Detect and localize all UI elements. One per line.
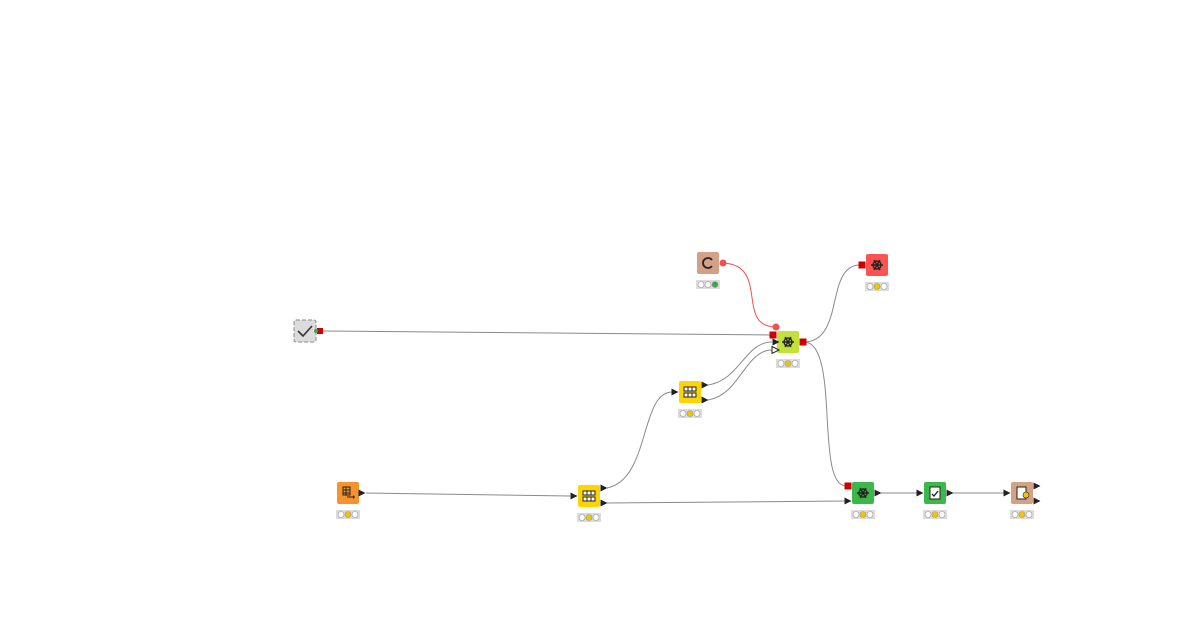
input-port[interactable] [1003, 489, 1011, 497]
input-port[interactable] [916, 489, 924, 497]
node-body[interactable] [679, 381, 701, 403]
status-light [592, 514, 600, 521]
node-body[interactable] [293, 319, 317, 343]
node-report[interactable] [1003, 482, 1041, 519]
status-traffic-light [696, 280, 720, 289]
output-port[interactable] [701, 396, 709, 404]
output-port[interactable] [1033, 497, 1041, 505]
input-port[interactable] [771, 345, 781, 355]
status-light [704, 281, 712, 288]
flow-variable-port[interactable] [719, 259, 727, 267]
status-traffic-light [577, 513, 601, 522]
model-port[interactable] [858, 261, 866, 269]
flow-variable-port[interactable] [317, 328, 323, 334]
connections [321, 262, 1006, 504]
node-component[interactable] [293, 319, 323, 343]
status-traffic-light [776, 359, 800, 368]
document-star-icon [1016, 486, 1030, 500]
status-light [697, 281, 705, 288]
status-light [924, 511, 932, 518]
node-learner[interactable] [769, 323, 807, 369]
status-light [711, 281, 719, 288]
edge-partition2-learner-b[interactable] [707, 349, 773, 401]
loop-icon [702, 257, 713, 269]
status-light [344, 511, 352, 518]
network-icon [857, 487, 869, 499]
network-icon [782, 336, 794, 348]
status-light [337, 511, 345, 518]
status-light [866, 511, 874, 518]
model-port[interactable] [844, 482, 852, 490]
status-light [777, 360, 785, 367]
edge-partition1-predictor[interactable] [606, 500, 847, 504]
status-light [578, 514, 586, 521]
status-light [1018, 511, 1026, 518]
edge-partition2-learner-a[interactable] [707, 341, 773, 386]
status-traffic-light [678, 409, 702, 418]
input-port[interactable] [772, 338, 780, 346]
partition-icon [582, 490, 596, 502]
node-scorer[interactable] [916, 482, 954, 519]
flow-variable-port[interactable] [772, 323, 780, 331]
node-body[interactable] [578, 485, 600, 507]
node-model-writer[interactable] [858, 254, 890, 291]
table-arrow-icon [342, 486, 355, 499]
status-light [693, 410, 701, 417]
document-check-icon [929, 486, 941, 500]
partition-icon [683, 386, 697, 398]
edge-component-learner[interactable] [321, 330, 773, 336]
status-light [791, 360, 799, 367]
status-light [1025, 511, 1033, 518]
status-light [686, 410, 694, 417]
output-port[interactable] [701, 381, 709, 389]
status-light [1011, 511, 1019, 518]
status-light [866, 283, 874, 290]
status-light [585, 514, 593, 521]
network-icon [871, 259, 883, 271]
edge-learner-writer[interactable] [804, 264, 861, 343]
node-table-reader[interactable] [336, 482, 366, 519]
status-traffic-light [865, 282, 889, 291]
status-light [679, 410, 687, 417]
status-light [880, 283, 888, 290]
edge-reader-partition1[interactable] [365, 492, 571, 497]
status-traffic-light [923, 510, 947, 519]
node-variable-source[interactable] [696, 252, 727, 289]
input-port[interactable] [570, 492, 578, 500]
edge-partition1-partition2[interactable] [606, 391, 673, 489]
checkmark-icon [297, 325, 313, 338]
status-light [873, 283, 881, 290]
output-port[interactable] [600, 499, 608, 507]
output-port[interactable] [946, 489, 954, 497]
output-port[interactable] [600, 484, 608, 492]
edge-variable-learner[interactable] [722, 262, 777, 328]
output-port[interactable] [1033, 482, 1041, 490]
input-port[interactable] [671, 388, 679, 396]
output-port[interactable] [874, 489, 882, 497]
status-light [931, 511, 939, 518]
status-traffic-light [336, 510, 360, 519]
status-traffic-light [1010, 510, 1034, 519]
status-light [351, 511, 359, 518]
status-light [938, 511, 946, 518]
model-port[interactable] [769, 331, 777, 339]
input-port[interactable] [844, 497, 852, 505]
output-port[interactable] [358, 489, 366, 497]
node-body[interactable] [697, 252, 719, 274]
node-partitioning-1[interactable] [570, 484, 608, 523]
model-port[interactable] [799, 338, 807, 346]
node-partitioning-2[interactable] [671, 381, 709, 418]
status-light [859, 511, 867, 518]
status-light [852, 511, 860, 518]
status-traffic-light [851, 510, 875, 519]
status-light [784, 360, 792, 367]
edge-learner-predictor[interactable] [804, 341, 847, 487]
node-predictor[interactable] [844, 482, 882, 519]
